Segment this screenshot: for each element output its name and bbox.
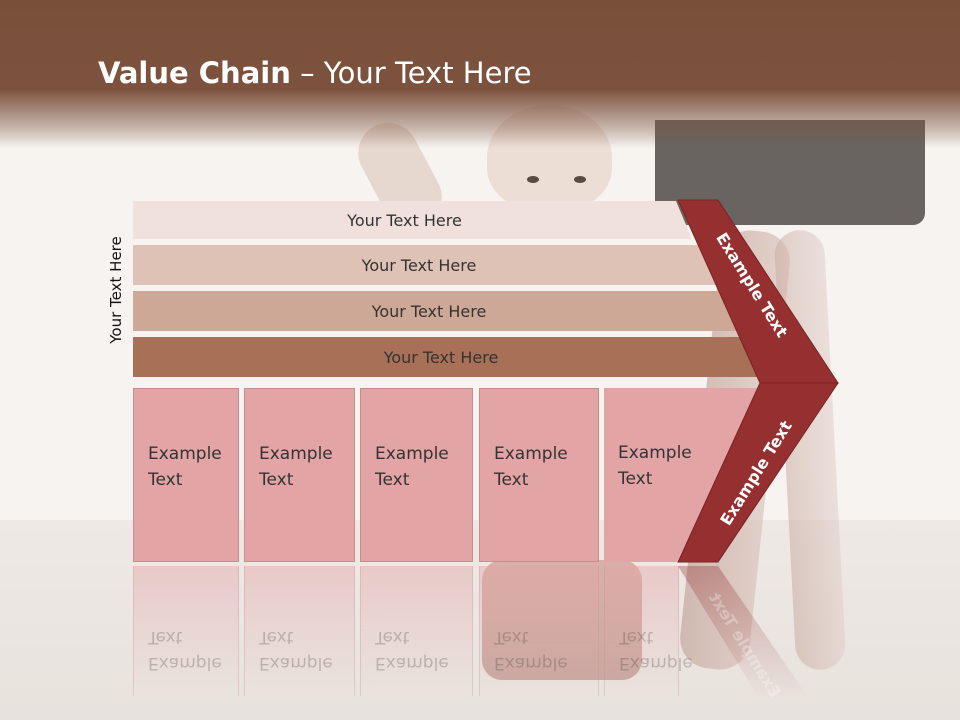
baby-legs (482, 560, 642, 680)
cell-line-1: Example (375, 444, 449, 464)
support-bar-1: Your Text Here (133, 201, 692, 239)
support-bar-4: Your Text Here (133, 337, 765, 377)
bar-label: Your Text Here (361, 255, 477, 275)
bar-label: Your Text Here (383, 347, 499, 367)
chevron-lower-arm (677, 382, 839, 563)
activity-cell-3: Example Text (360, 388, 473, 562)
activity-cell-1: Example Text (133, 388, 239, 562)
baby-eye (574, 176, 586, 183)
cell-line-2: Text (618, 469, 653, 489)
cell-line-1: Example (618, 443, 692, 463)
baby-eye (527, 176, 539, 183)
support-bar-3: Your Text Here (133, 291, 741, 331)
slide-title: Value Chain – Your Text Here (98, 56, 532, 90)
support-bar-2: Your Text Here (133, 245, 721, 285)
title-bold: Value Chain (98, 56, 291, 90)
activity-cell-2: Example Text (244, 388, 355, 562)
cell-line-2: Text (148, 470, 183, 490)
cell-line-1: Example (494, 444, 568, 464)
title-banner: Value Chain – Your Text Here (0, 0, 960, 148)
activity-cell-4: Example Text (479, 388, 599, 562)
cell-line-2: Text (375, 470, 410, 490)
bar-label: Your Text Here (347, 210, 462, 230)
title-rest: – Your Text Here (290, 56, 532, 90)
bar-label: Your Text Here (371, 301, 487, 321)
cell-line-2: Text (259, 470, 294, 490)
chevron-reflection (678, 566, 810, 700)
cell-line-1: Example (148, 444, 222, 464)
cell-line-2: Text (494, 470, 529, 490)
cell-line-1: Example (259, 444, 333, 464)
